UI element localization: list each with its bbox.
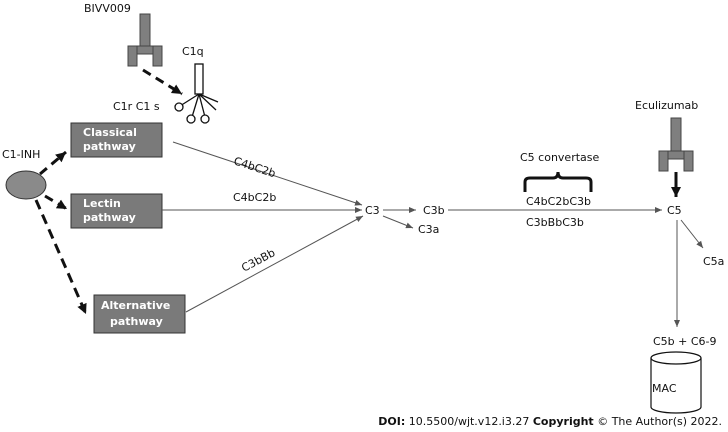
doi-label: DOI: xyxy=(378,415,406,428)
lectin-pathway-box: Lectin pathway xyxy=(70,193,163,229)
eculizumab-label: Eculizumab xyxy=(635,99,698,112)
c5-convertase-classical: C4bC2bC3b xyxy=(526,195,591,208)
citation-credit: DOI: 10.5500/wjt.v12.i3.27 Copyright © T… xyxy=(378,415,722,428)
classical-pathway-line2: pathway xyxy=(83,140,136,153)
classical-convertase-label: C4bC2b xyxy=(232,154,277,180)
copyright-text: © The Author(s) 2022. xyxy=(597,415,722,428)
c1q-label: C1q xyxy=(182,45,204,58)
mac-label: MAC xyxy=(652,382,677,395)
c3b-label: C3b xyxy=(423,204,445,217)
alternative-to-c3-arrow xyxy=(185,215,364,313)
doi-value: 10.5500/wjt.v12.i3.27 xyxy=(408,415,530,428)
c3-label: C3 xyxy=(365,204,380,217)
c1inh-to-alternative-arrow xyxy=(34,199,88,315)
eculizumab-antibody-icon xyxy=(658,117,694,172)
c5-convertase-title: C5 convertase xyxy=(520,151,600,164)
c5b-c69-label: C5b + C6-9 xyxy=(653,335,717,348)
c5-to-c5a-arrow xyxy=(680,219,704,249)
copyright-label: Copyright xyxy=(532,415,594,428)
c1-complex-icon xyxy=(174,63,219,124)
classical-to-c3-arrow xyxy=(172,141,363,206)
c1inh-to-lectin-arrow xyxy=(44,194,68,211)
bivv009-to-c1q-arrow xyxy=(142,68,183,96)
c3a-label: C3a xyxy=(418,223,439,236)
bivv009-antibody-icon xyxy=(127,13,163,67)
c5-convertase-brace xyxy=(523,171,593,192)
c5a-label: C5a xyxy=(703,255,724,268)
c3-to-c3a-arrow xyxy=(382,215,414,229)
alternative-pathway-box: Alternative pathway xyxy=(93,294,186,334)
c5-convertase-alternative: C3bBbC3b xyxy=(526,216,584,229)
alternative-convertase-label: C3bBb xyxy=(239,246,277,274)
c5-label: C5 xyxy=(667,204,682,217)
classical-pathway-line1: Classical xyxy=(83,126,137,139)
mac-cylinder-icon xyxy=(650,351,702,414)
c1-inh-label: C1-INH xyxy=(2,148,40,161)
alternative-pathway-line2: pathway xyxy=(110,315,163,328)
bivv009-label: BIVV009 xyxy=(84,2,131,15)
c1inh-to-classical-arrow xyxy=(39,150,67,176)
lectin-pathway-line1: Lectin xyxy=(83,197,121,210)
lectin-pathway-line2: pathway xyxy=(83,211,136,224)
alternative-pathway-line1: Alternative xyxy=(101,299,170,312)
c1rs-label: C1r C1 s xyxy=(113,100,160,113)
classical-pathway-box: Classical pathway xyxy=(70,122,163,158)
c1-inh-ellipse xyxy=(5,170,47,200)
lectin-convertase-label: C4bC2b xyxy=(233,191,276,204)
